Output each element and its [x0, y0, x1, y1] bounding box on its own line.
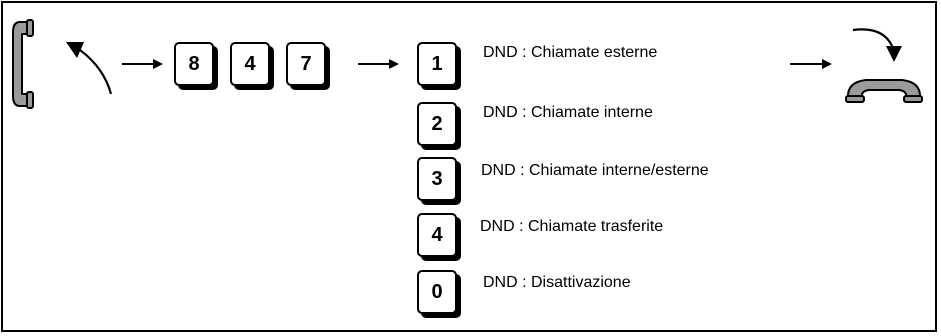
option-key: 4 — [417, 213, 457, 257]
code-key: 4 — [230, 42, 270, 86]
lift-arrow-icon — [66, 42, 113, 95]
option-label: DND : Disattivazione — [483, 274, 631, 291]
option-label: DND : Chiamate interne — [483, 104, 653, 121]
code-key: 7 — [286, 42, 326, 86]
option-key: 2 — [417, 102, 457, 146]
option-label: DND : Chiamate interne/esterne — [481, 162, 709, 179]
option-key: 1 — [417, 42, 457, 86]
option-key: 0 — [417, 270, 457, 314]
option-label: DND : Chiamate esterne — [483, 44, 658, 61]
hang-up-arrow-icon — [852, 28, 902, 62]
handset-lifted-icon — [12, 19, 34, 109]
handset-hung-up-icon — [845, 79, 923, 103]
option-key: 3 — [417, 157, 457, 201]
code-key: 8 — [174, 42, 214, 86]
option-label: DND : Chiamate trasferite — [480, 218, 664, 235]
diagram-frame — [1, 1, 937, 332]
